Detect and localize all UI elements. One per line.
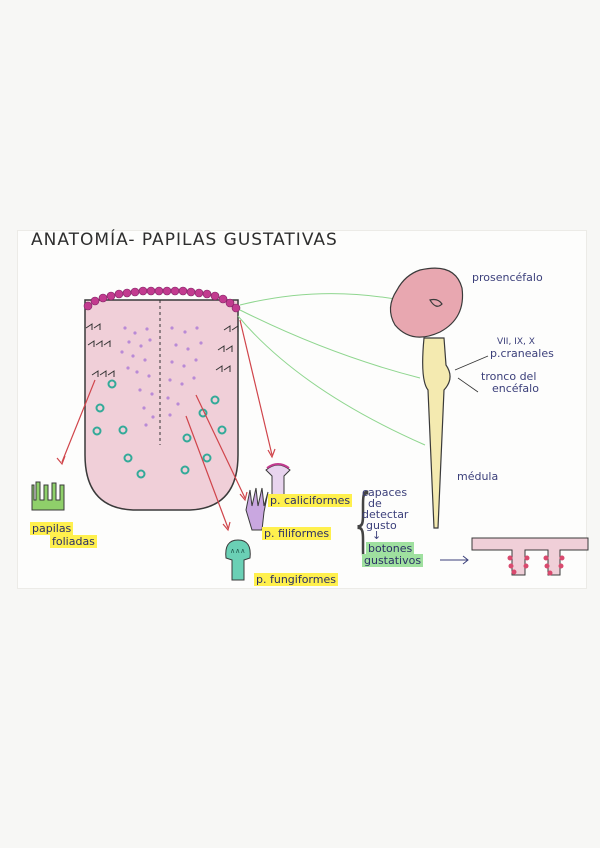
- label-pares-craneales-numbers: VII, IX, X: [497, 337, 535, 347]
- taste-bud-arrow: [440, 555, 469, 565]
- label-caliciformes: p. caliciformes: [268, 494, 353, 507]
- label-tronco-1: tronco del: [481, 370, 537, 383]
- filiform-papilla-drawing: [245, 487, 269, 531]
- note-down-arrow: ↓: [372, 529, 382, 542]
- prosencephalon-shape: [389, 267, 464, 338]
- red-arrows: [56, 319, 276, 532]
- note-capaces-4: gusto: [366, 519, 397, 532]
- note-capaces-3: detectar: [362, 508, 409, 521]
- note-botones-1: botones: [366, 542, 415, 555]
- fungiform-papilla-drawing: ∧∧∧: [225, 539, 251, 581]
- label-medula: médula: [457, 470, 499, 483]
- note-capaces-1: capaces: [362, 486, 408, 499]
- taste-bud-section: [471, 537, 589, 576]
- label-fungiformes: p. fungiformes: [254, 573, 338, 586]
- label-prosencefalo: prosencéfalo: [472, 271, 543, 284]
- nerve-lines: [237, 293, 426, 446]
- spinal-cord-shape: [422, 337, 451, 529]
- note-capaces-2: de: [368, 497, 382, 510]
- note-botones-2: gustativos: [362, 554, 424, 567]
- foliate-marks-right: [215, 325, 239, 372]
- filiform-dots: [120, 326, 203, 427]
- foliate-papilla-drawing: [31, 481, 65, 511]
- label-pares-craneales: p.craneales: [490, 347, 554, 360]
- label-foliadas-1: papilas: [30, 522, 74, 535]
- caliciform-beads: [83, 286, 241, 313]
- page-title: ANATOMÍA- PAPILAS GUSTATIVAS: [31, 230, 338, 250]
- tongue-shape: [84, 299, 239, 511]
- label-filiformes: p. filiformes: [262, 527, 332, 540]
- fungiform-dots: [92, 379, 227, 479]
- label-foliadas-2: foliadas: [50, 535, 97, 548]
- label-tronco-2: encéfalo: [492, 382, 539, 395]
- foliate-marks-left: [85, 323, 115, 377]
- svg-text:∧∧∧: ∧∧∧: [230, 547, 245, 555]
- label-pointers: [454, 355, 489, 393]
- caliciform-papilla-drawing: [265, 463, 291, 496]
